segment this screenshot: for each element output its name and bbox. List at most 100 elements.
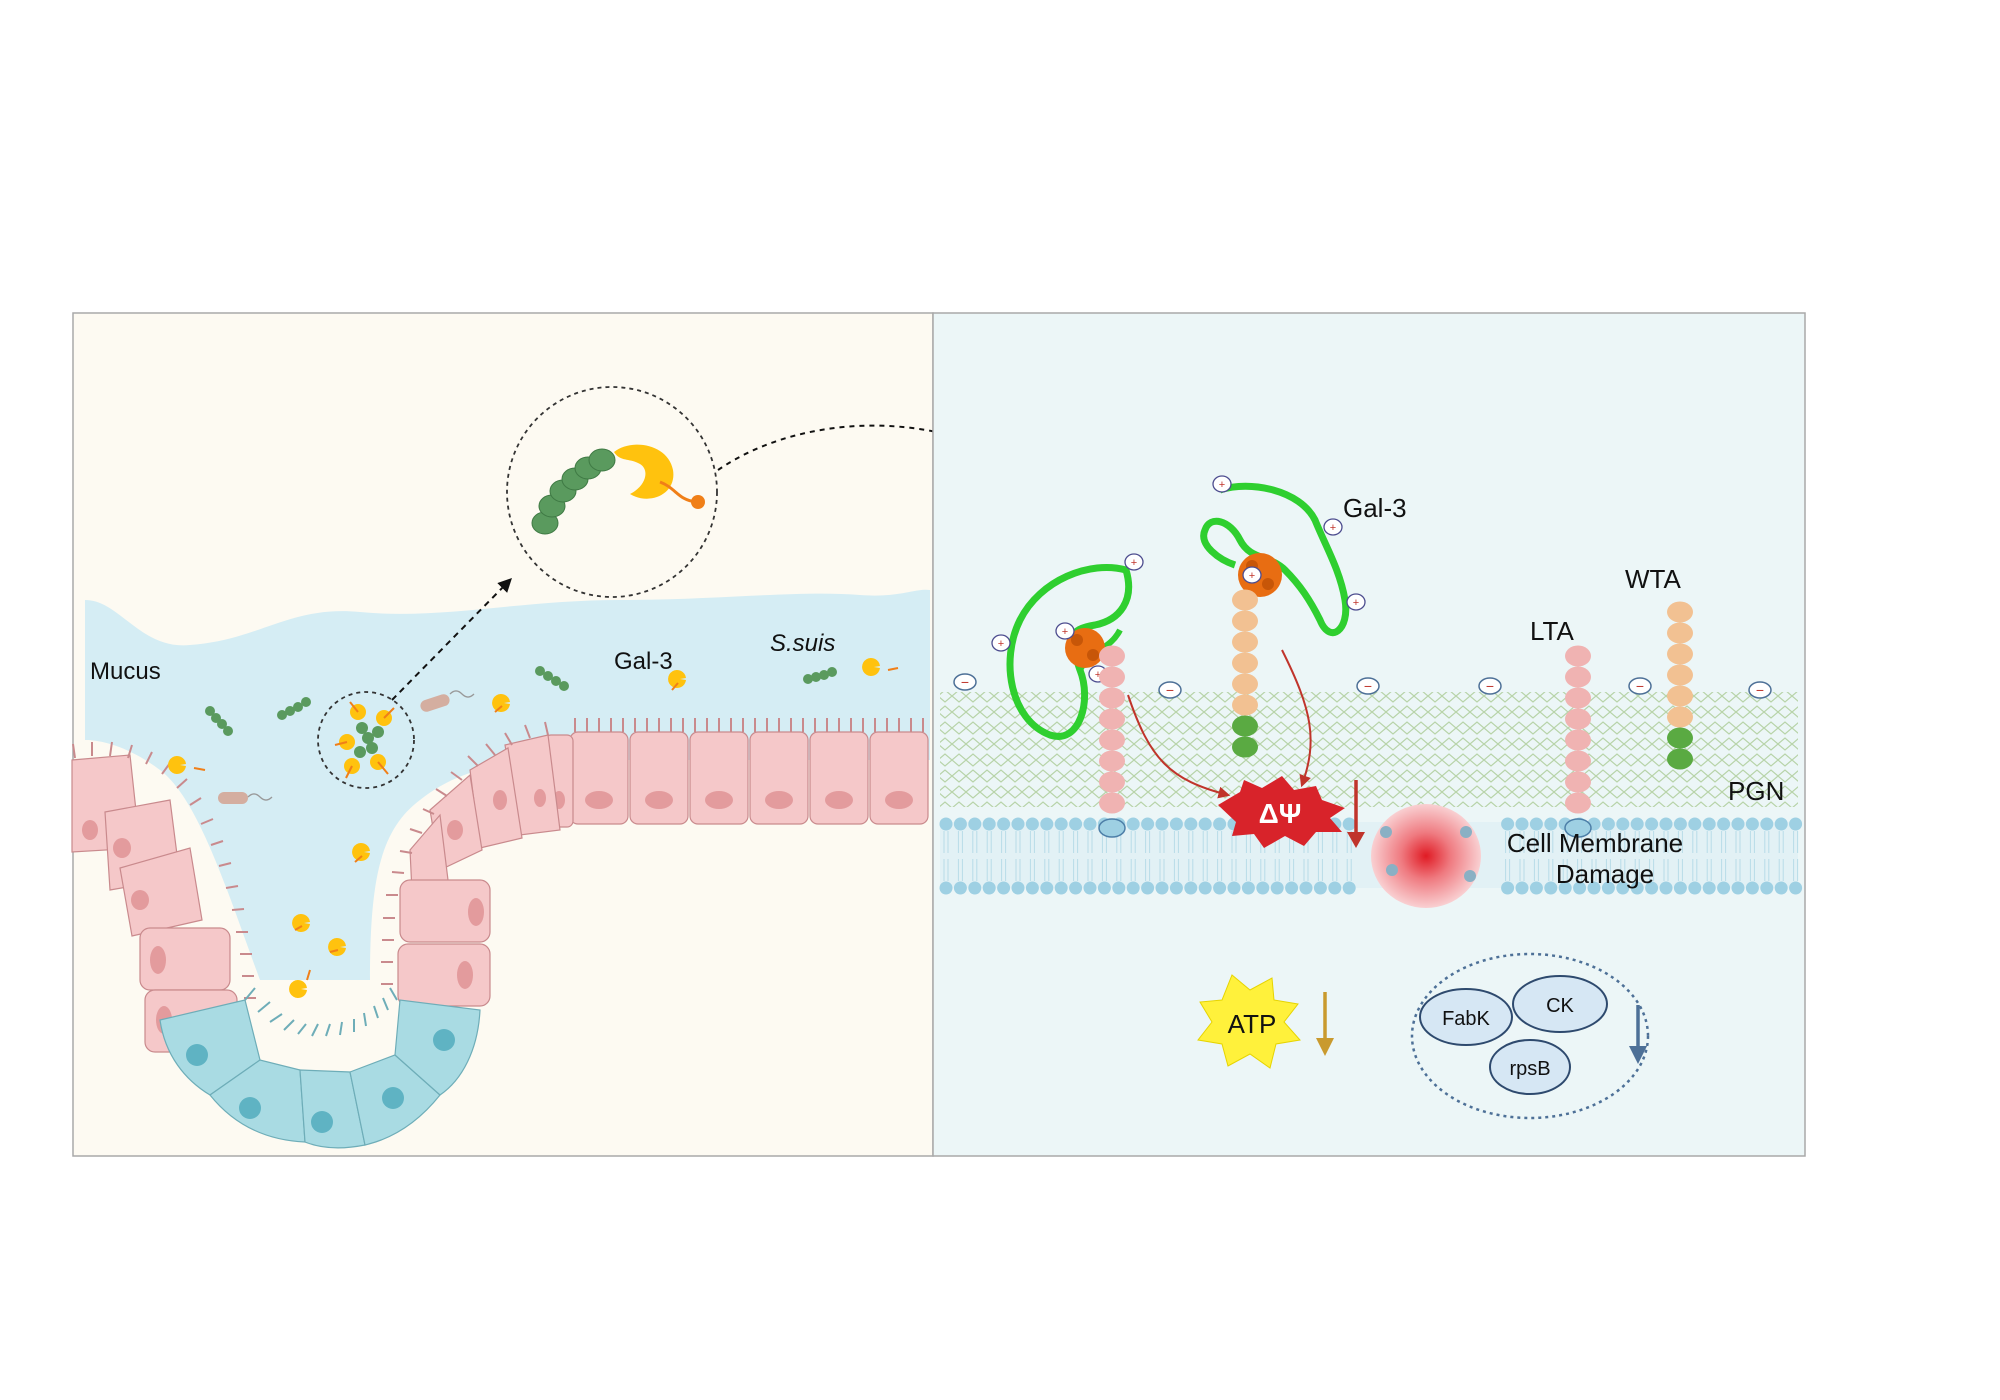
negative-charge-marker bbox=[1356, 677, 1380, 695]
lipid-tail bbox=[1001, 831, 1007, 881]
lipid-head bbox=[1688, 881, 1702, 895]
lipid-head bbox=[1083, 817, 1097, 831]
label-lta: LTA bbox=[1530, 616, 1574, 646]
bacteria-chain bbox=[535, 666, 569, 691]
label-rpsb: rpsB bbox=[1509, 1058, 1550, 1080]
lipid-head bbox=[1789, 817, 1803, 831]
lipid-tail bbox=[1562, 831, 1568, 881]
chain-bead bbox=[1099, 750, 1125, 772]
lipid-tail bbox=[1087, 831, 1093, 881]
lipid-head bbox=[1126, 881, 1140, 895]
lipid-head bbox=[1630, 817, 1644, 831]
gal3-molecule bbox=[289, 969, 311, 998]
chain-bead bbox=[1099, 687, 1125, 709]
lipid-tail bbox=[1764, 831, 1770, 881]
lipid-head bbox=[1299, 881, 1313, 895]
chain-bead bbox=[1232, 673, 1258, 695]
label-fabk: FabK bbox=[1442, 1008, 1490, 1030]
lipid-tail bbox=[1245, 831, 1251, 881]
crypt-base-villi bbox=[244, 987, 398, 1037]
lipid-head bbox=[1054, 881, 1068, 895]
lipid-head bbox=[1601, 817, 1615, 831]
potential-decrease-arrowhead bbox=[1347, 832, 1365, 848]
negative-charge-symbol: − bbox=[961, 674, 969, 690]
lipid-head bbox=[1731, 817, 1745, 831]
chain-bead bbox=[1565, 729, 1591, 751]
bacteria-chain bbox=[803, 667, 837, 684]
epithelial-nuclei-right-wall bbox=[447, 789, 546, 989]
lipid-head bbox=[1529, 817, 1543, 831]
arrow-to-right-panel bbox=[717, 424, 1087, 523]
chain-bead bbox=[1565, 792, 1591, 814]
lipid-head bbox=[1587, 881, 1601, 895]
negative-charge-symbol: − bbox=[1486, 678, 1494, 694]
lipid-head bbox=[1760, 817, 1774, 831]
lipid-tail bbox=[1289, 831, 1295, 881]
negative-charges: −−−−−− bbox=[953, 673, 1772, 699]
membrane-potential-burst bbox=[1218, 776, 1345, 848]
lipid-tail bbox=[1188, 831, 1194, 881]
microvilli-left-wall bbox=[72, 741, 256, 999]
zoomed-gal3-tail-tip bbox=[691, 495, 705, 509]
label-wta: WTA bbox=[1625, 564, 1681, 594]
large-zoom-circle bbox=[506, 386, 718, 598]
chain-bead bbox=[1667, 622, 1693, 644]
gal3-molecule bbox=[492, 694, 510, 713]
lipid-head bbox=[1198, 817, 1212, 831]
lipid-head bbox=[1501, 881, 1515, 895]
lipid-head bbox=[1558, 881, 1572, 895]
protein-rpsb bbox=[1489, 1039, 1571, 1095]
positive-charge-symbol: + bbox=[1095, 669, 1101, 681]
right-panel: −−−−−− ++++++++ ΔΨ ATP bbox=[932, 312, 1806, 1157]
lipid-head bbox=[1141, 881, 1155, 895]
protein-fabk bbox=[1419, 988, 1513, 1046]
lipid-head bbox=[1544, 881, 1558, 895]
chain-bead bbox=[1099, 729, 1125, 751]
lipid-head bbox=[997, 817, 1011, 831]
gal3-molecule bbox=[668, 670, 686, 691]
membrane-damage-spot bbox=[1371, 804, 1481, 908]
lipid-tail bbox=[1116, 831, 1122, 881]
green-anchor-bead bbox=[1232, 736, 1258, 758]
lipid-head bbox=[1112, 881, 1126, 895]
peptidoglycan-layer bbox=[940, 692, 1798, 807]
microvilli-right-wall bbox=[381, 721, 549, 985]
positive-charge-symbol: + bbox=[1131, 557, 1137, 569]
lipid-head bbox=[1731, 881, 1745, 895]
lipid-head bbox=[1544, 817, 1558, 831]
lipid-head bbox=[1659, 881, 1673, 895]
lipid-tail bbox=[1231, 831, 1237, 881]
positive-charge-marker bbox=[991, 634, 1011, 652]
gal3-molecule bbox=[352, 843, 370, 863]
positive-charge-symbol: + bbox=[1330, 522, 1336, 534]
left-panel: Mucus Gal-3 S.suis bbox=[71, 312, 1087, 1157]
lipid-head bbox=[1169, 881, 1183, 895]
label-atp: ATP bbox=[1228, 1009, 1277, 1039]
epithelial-nuclei-top-row bbox=[553, 791, 913, 809]
lipid-head bbox=[1601, 881, 1615, 895]
arrow-gal3-left-to-potential bbox=[1127, 694, 1231, 799]
protein-ck bbox=[1512, 975, 1608, 1033]
chain-bead bbox=[1667, 601, 1693, 623]
lipid-head bbox=[982, 817, 996, 831]
lipid-head bbox=[1328, 881, 1342, 895]
chain-bead bbox=[1232, 694, 1258, 716]
chain-bead bbox=[1099, 792, 1125, 814]
label-delta-psi: ΔΨ bbox=[1259, 798, 1302, 829]
lipid-head bbox=[1702, 881, 1716, 895]
lipid-tail bbox=[1202, 831, 1208, 881]
lipid-head bbox=[939, 817, 953, 831]
gal3-bound-left bbox=[1006, 563, 1133, 740]
chain-bead bbox=[1565, 750, 1591, 772]
chain-bead bbox=[1565, 645, 1591, 667]
lipid-anchor bbox=[1098, 818, 1126, 838]
lipid-head bbox=[1313, 881, 1327, 895]
lipid-head bbox=[1717, 881, 1731, 895]
gal3-molecules-mucus bbox=[168, 658, 899, 998]
chain-bead bbox=[1667, 685, 1693, 707]
lipid-tail bbox=[1605, 831, 1611, 881]
damage-debris bbox=[1380, 826, 1476, 882]
positive-charge-symbol: + bbox=[1219, 479, 1225, 491]
negative-charge-symbol: − bbox=[1166, 682, 1174, 698]
